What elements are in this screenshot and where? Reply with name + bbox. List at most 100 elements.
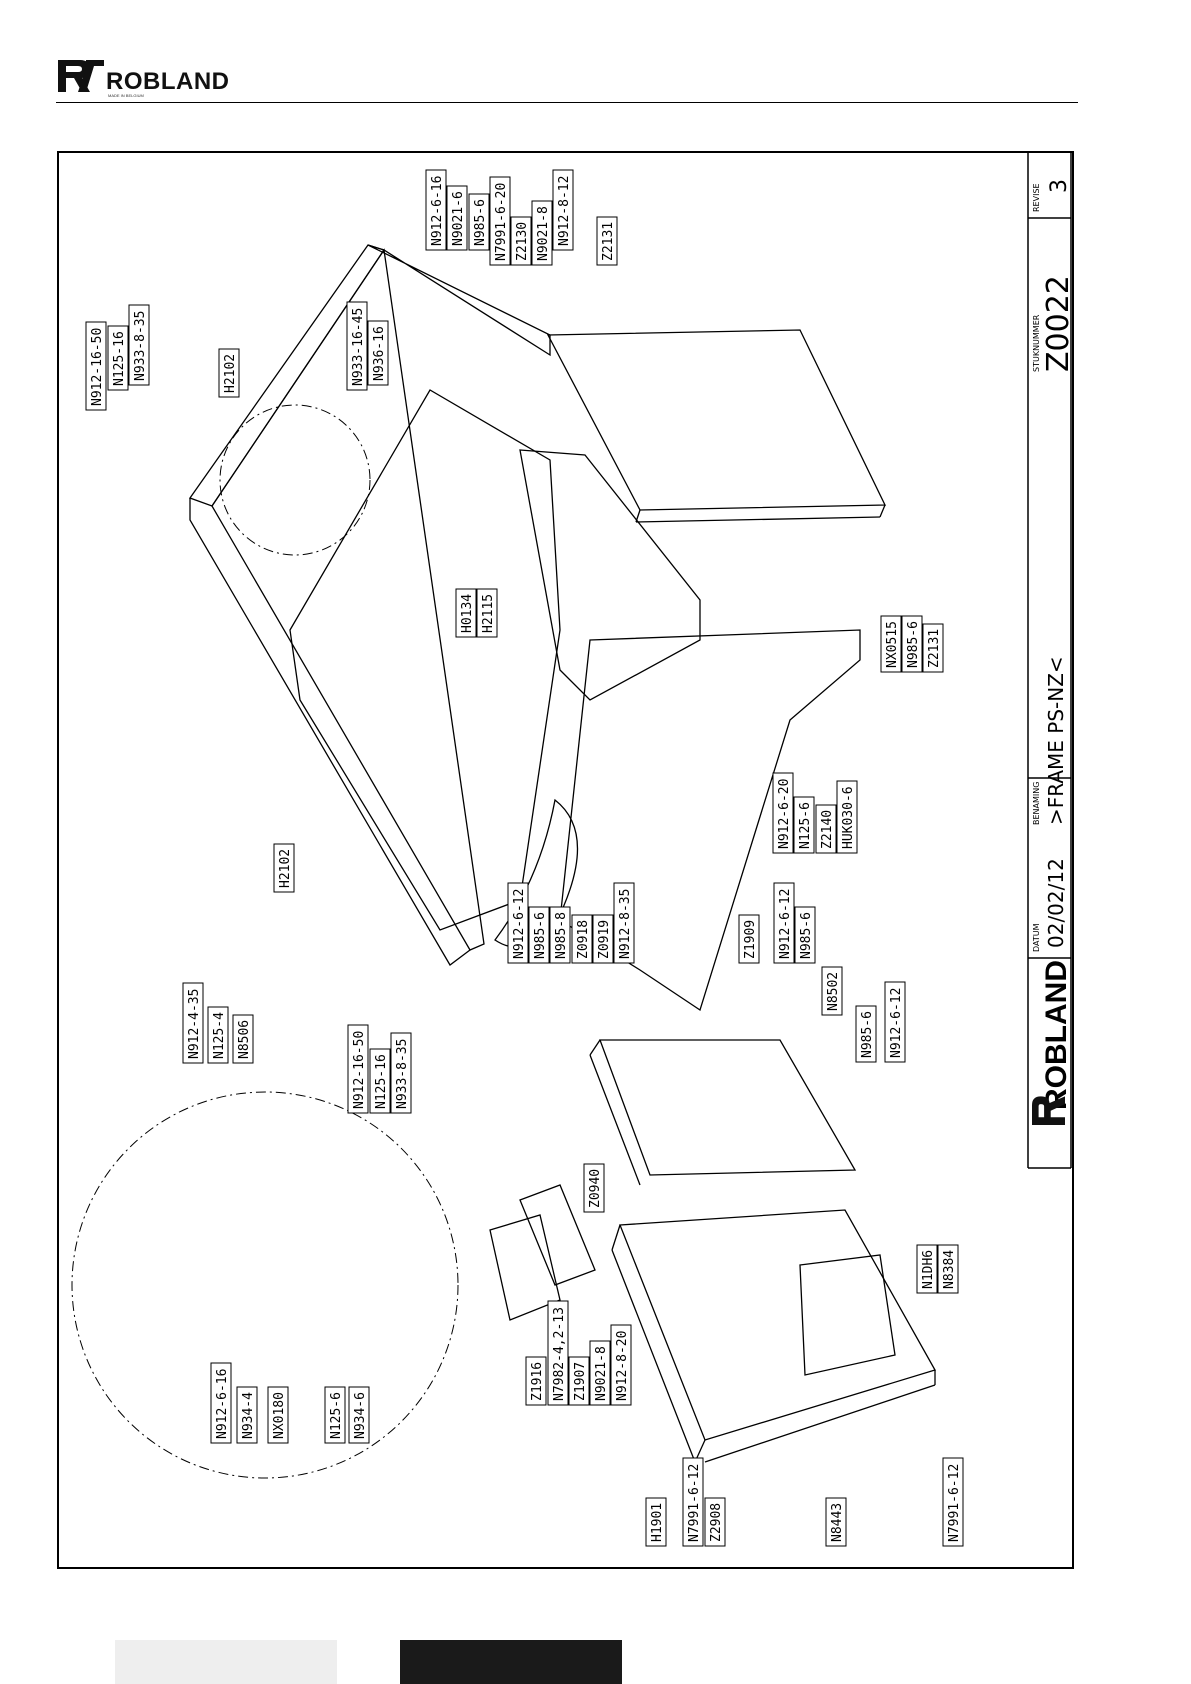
svg-text:N7991-6-12: N7991-6-12 (947, 1464, 962, 1542)
part-label-n912-8-35: N912-8-35 (613, 882, 635, 964)
part-label-n912-6-16: N912-6-16 (210, 1362, 232, 1444)
header-divider (56, 102, 1078, 103)
svg-text:N8502: N8502 (826, 972, 841, 1011)
svg-text:N912-6-20: N912-6-20 (777, 779, 792, 849)
svg-text:H1901: H1901 (650, 1503, 665, 1542)
svg-text:N912-8-20: N912-8-20 (615, 1331, 630, 1401)
part-label-n8506: N8506 (232, 1014, 254, 1064)
part-label-z2130: Z2130 (510, 216, 532, 266)
part-label-n7991-6-12: N7991-6-12 (682, 1457, 704, 1547)
part-label-n9021-8: N9021-8 (531, 200, 553, 266)
svg-text:N8443: N8443 (830, 1503, 845, 1542)
part-label-n912-6-12: N912-6-12 (773, 882, 795, 964)
part-label-n985-6: N985-6 (901, 615, 923, 673)
svg-text:N912-6-12: N912-6-12 (778, 889, 793, 959)
svg-text:N933-8-35: N933-8-35 (133, 311, 148, 381)
svg-text:NX0180: NX0180 (272, 1392, 287, 1439)
svg-text:Z2130: Z2130 (515, 222, 530, 261)
part-label-n125-6: N125-6 (324, 1386, 346, 1444)
svg-text:N125-6: N125-6 (798, 802, 813, 849)
svg-text:N933-8-35: N933-8-35 (395, 1039, 410, 1109)
revise-value: 3 (1047, 179, 1072, 193)
detail-circles (71, 404, 459, 1479)
datum-value: 02/02/12 (1044, 858, 1068, 948)
svg-text:N125-16: N125-16 (112, 331, 127, 386)
part-label-n912-6-16: N912-6-16 (425, 169, 447, 251)
part-label-n9021-8: N9021-8 (589, 1340, 611, 1406)
svg-text:N8506: N8506 (237, 1020, 252, 1059)
svg-text:N912-6-12: N912-6-12 (889, 988, 904, 1058)
part-label-n985-6: N985-6 (468, 193, 490, 251)
svg-text:Z1916: Z1916 (530, 1362, 545, 1401)
part-label-n912-16-50: N912-16-50 (347, 1024, 369, 1114)
svg-text:NX0515: NX0515 (885, 621, 900, 668)
part-label-n8384: N8384 (937, 1244, 959, 1294)
svg-text:N7982-4,2-13: N7982-4,2-13 (552, 1307, 567, 1401)
svg-text:N8384: N8384 (942, 1250, 957, 1289)
part-label-z2908: Z2908 (704, 1497, 726, 1547)
part-label-n912-8-12: N912-8-12 (552, 169, 574, 251)
part-label-n912-6-12: N912-6-12 (884, 981, 906, 1063)
part-label-n912-8-20: N912-8-20 (610, 1324, 632, 1406)
svg-text:Z0919: Z0919 (597, 920, 612, 959)
part-label-n7982-4,2-13: N7982-4,2-13 (547, 1300, 569, 1406)
svg-text:H2102: H2102 (278, 849, 293, 888)
part-label-n912-4-35: N912-4-35 (182, 982, 204, 1064)
part-label-h2102: H2102 (273, 843, 295, 893)
svg-text:HUK030-6: HUK030-6 (841, 786, 856, 849)
svg-text:N985-6: N985-6 (860, 1011, 875, 1058)
part-label-n933-8-35: N933-8-35 (390, 1032, 412, 1114)
part-label-n985-6: N985-6 (855, 1005, 877, 1063)
svg-text:N985-6: N985-6 (473, 199, 488, 246)
part-label-z1916: Z1916 (525, 1356, 547, 1406)
part-label-nx0515: NX0515 (880, 615, 902, 673)
svg-text:N912-6-12: N912-6-12 (512, 889, 527, 959)
svg-text:Z1907: Z1907 (573, 1362, 588, 1401)
stuknummer-label: STUKNUMMER (1032, 314, 1041, 372)
part-label-n985-6: N985-6 (528, 906, 550, 964)
part-label-n933-8-35: N933-8-35 (128, 304, 150, 386)
part-label-z0918: Z0918 (571, 914, 593, 964)
svg-text:Z2131: Z2131 (927, 629, 942, 668)
svg-text:N985-6: N985-6 (906, 621, 921, 668)
svg-text:N912-16-50: N912-16-50 (90, 328, 105, 406)
svg-text:N125-4: N125-4 (212, 1012, 227, 1059)
svg-text:Z2908: Z2908 (709, 1503, 724, 1542)
svg-text:H0134: H0134 (460, 594, 475, 633)
part-label-n933-16-45: N933-16-45 (346, 301, 368, 391)
part-label-z1907: Z1907 (568, 1356, 590, 1406)
svg-text:N933-16-45: N933-16-45 (351, 308, 366, 386)
part-label-n934-6: N934-6 (348, 1386, 370, 1444)
svg-text:N912-8-35: N912-8-35 (618, 889, 633, 959)
part-label-n7991-6-12: N7991-6-12 (942, 1457, 964, 1547)
svg-text:N936-16: N936-16 (372, 326, 387, 381)
svg-text:N912-6-16: N912-6-16 (215, 1369, 230, 1439)
part-label-z0919: Z0919 (592, 914, 614, 964)
datum-label: DATUM (1032, 923, 1041, 952)
part-label-z2131: Z2131 (596, 216, 618, 266)
svg-text:H2115: H2115 (481, 594, 496, 633)
svg-text:N7991-6-20: N7991-6-20 (494, 183, 509, 261)
svg-text:N934-6: N934-6 (353, 1392, 368, 1439)
svg-text:N9021-8: N9021-8 (594, 1346, 609, 1401)
frame-body-sketch (188, 244, 936, 1463)
part-label-n985-8: N985-8 (549, 906, 571, 964)
svg-text:Z1909: Z1909 (743, 920, 758, 959)
part-label-z2131: Z2131 (922, 623, 944, 673)
svg-text:N912-8-12: N912-8-12 (557, 176, 572, 246)
titleblock-logo-mark (1032, 1096, 1066, 1125)
part-label-n125-16: N125-16 (107, 325, 129, 391)
svg-text:N7991-6-12: N7991-6-12 (687, 1464, 702, 1542)
part-label-z0940: Z0940 (583, 1163, 605, 1213)
part-label-n912-6-12: N912-6-12 (507, 882, 529, 964)
part-label-n1dh6: N1DH6 (916, 1244, 938, 1294)
svg-text:Z0918: Z0918 (576, 920, 591, 959)
drawing-frame (57, 151, 1074, 1569)
svg-text:N985-6: N985-6 (799, 912, 814, 959)
part-label-n125-6: N125-6 (793, 796, 815, 854)
svg-text:N9021-8: N9021-8 (536, 206, 551, 261)
part-label-n912-16-50: N912-16-50 (85, 321, 107, 411)
part-label-n8443: N8443 (825, 1497, 847, 1547)
part-label-nx0180: NX0180 (267, 1386, 289, 1444)
